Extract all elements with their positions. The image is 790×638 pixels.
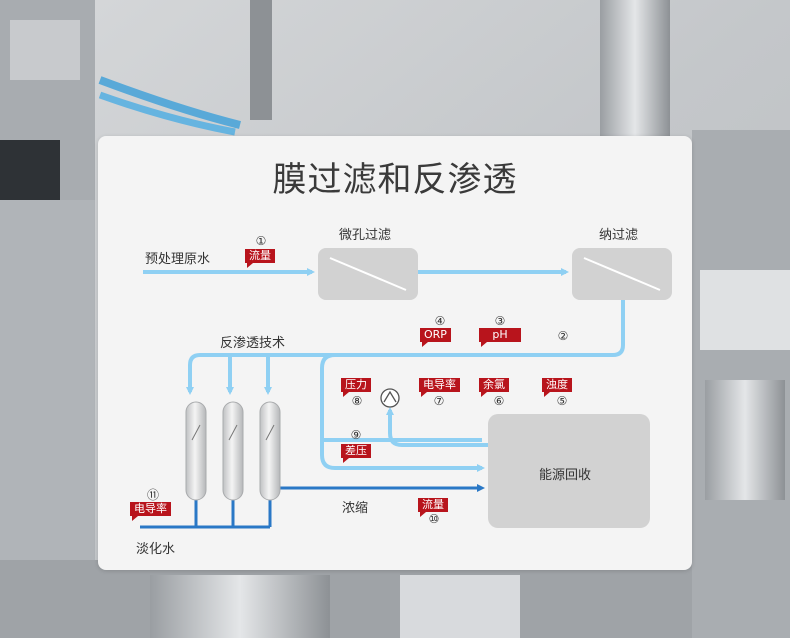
tag-differential-pressure: 差压 (341, 444, 371, 463)
ro-membrane-1 (185, 401, 207, 501)
pump-icon (380, 388, 400, 408)
marker-9-number: ⑨ (350, 428, 362, 442)
tag-ph: pH (479, 328, 521, 347)
energy-recovery-unit (488, 414, 650, 528)
ro-membrane-2 (222, 401, 244, 501)
marker-5-number: ⑤ (556, 394, 568, 408)
tag-pressure: 压力 (341, 378, 371, 397)
marker-3-number: ③ (494, 314, 506, 328)
tag-orp: ORP (420, 328, 451, 347)
nano-outlet-flow (186, 300, 625, 395)
tag-residual-chlorine: 余氯 (479, 378, 509, 397)
label-nanofiltration: 纳过滤 (599, 228, 639, 243)
marker-11-number: ⑪ (146, 488, 159, 502)
label-microfiltration: 微孔过滤 (339, 228, 392, 243)
tag-flow-concentrate: 流量 (418, 498, 448, 517)
tag-flow-raw: 流量 (245, 249, 275, 268)
label-reverse-osmosis: 反渗透技术 (220, 336, 286, 351)
label-energy-recovery: 能源回收 (539, 468, 592, 483)
label-raw-water: 预处理原水 (145, 252, 211, 267)
marker-4-number: ④ (434, 314, 446, 328)
label-concentrate: 浓缩 (342, 501, 369, 516)
tag-conductivity: 电导率 (419, 378, 460, 397)
tag-turbidity: 浊度 (542, 378, 572, 397)
marker-10-number: ⑩ (428, 512, 440, 526)
marker-8-number: ⑧ (351, 394, 363, 408)
ro-membrane-3 (259, 401, 281, 501)
label-desalinated-water: 淡化水 (136, 542, 176, 557)
marker-6-number: ⑥ (493, 394, 505, 408)
marker-1-number: ① (255, 234, 267, 248)
marker-2-number: ② (557, 329, 569, 343)
nanofiltration-unit (572, 248, 672, 300)
bypass-loop-flow (320, 353, 485, 472)
marker-7-number: ⑦ (433, 394, 445, 408)
diagram-title: 膜过滤和反渗透 (272, 160, 518, 200)
microfiltration-unit (318, 248, 418, 300)
tag-conductivity-product: 电导率 (130, 502, 171, 521)
product-flow-lines (140, 484, 485, 529)
